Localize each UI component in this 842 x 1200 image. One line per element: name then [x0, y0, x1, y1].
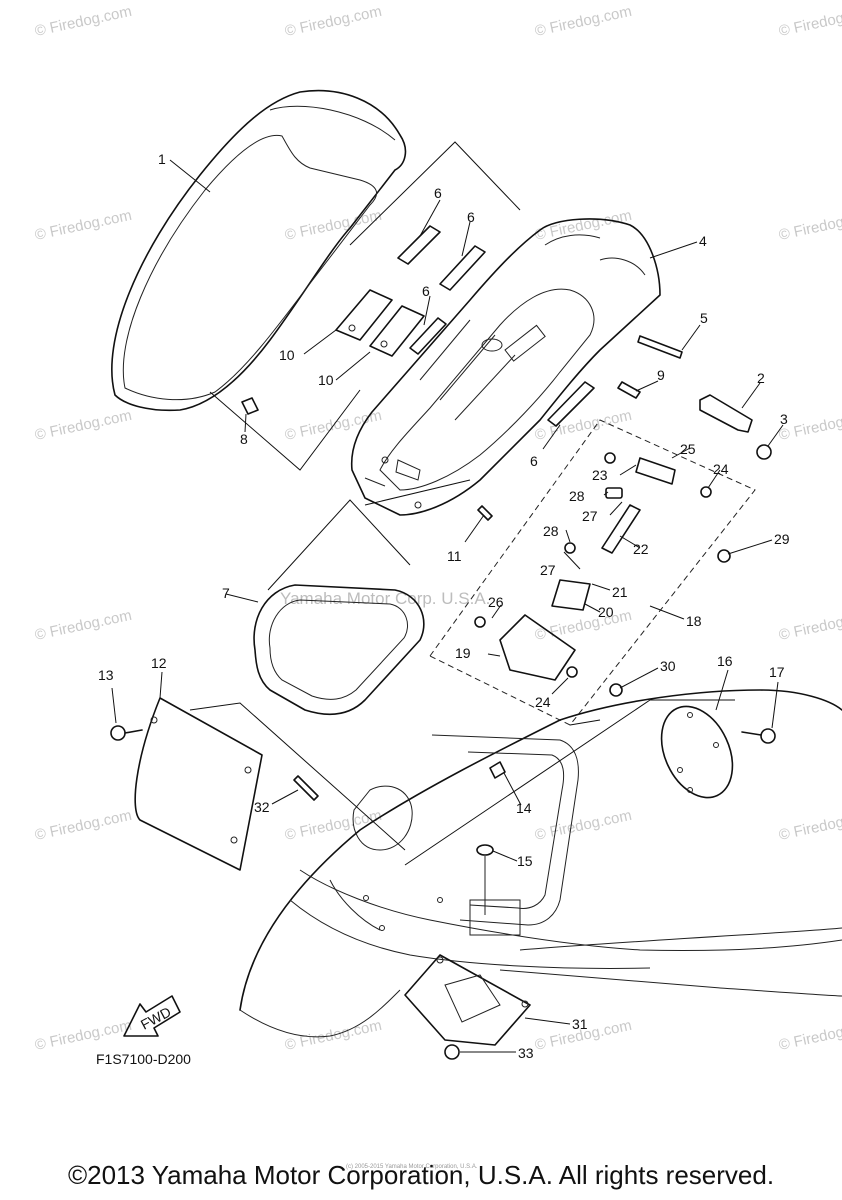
copyright-notice: ©2013 Yamaha Motor Corporation, U.S.A. A… — [67, 1160, 775, 1190]
callout-label: 24 — [713, 461, 729, 477]
hull-body — [239, 689, 842, 1038]
watermark-layer: © Firedog.com © Firedog.com © Firedog.co… — [33, 3, 842, 1054]
watermark-text: © Firedog.com — [33, 3, 133, 40]
watermark-text: © Firedog.com — [533, 3, 633, 40]
callout-label: 27 — [540, 562, 556, 578]
watermark-text: © Firedog.com — [33, 207, 133, 244]
callout-label: 9 — [657, 367, 665, 383]
callout-label: 19 — [455, 645, 471, 661]
part-32-bolt — [293, 775, 319, 801]
callout-label: 7 — [222, 585, 230, 601]
watermark-text: © Firedog.com — [777, 807, 842, 844]
callout-label: 14 — [516, 800, 532, 816]
part-5-rod — [637, 335, 683, 359]
watermark-center-text: Yamaha Motor Corp. U.S.A. — [280, 589, 490, 608]
callout-label: 31 — [572, 1016, 588, 1032]
watermark-text: © Firedog.com — [33, 1017, 133, 1054]
part-2-latch — [699, 394, 753, 433]
callout-label: 21 — [612, 584, 628, 600]
callout-label: 29 — [774, 531, 790, 547]
callout-label: 27 — [582, 508, 598, 524]
callout-label: 2 — [757, 370, 765, 386]
callout-label: 30 — [660, 658, 676, 674]
callout-label: 1 — [158, 151, 166, 167]
callout-label: 6 — [434, 185, 442, 201]
part-12-panel — [134, 697, 263, 871]
callout-label: 33 — [518, 1045, 534, 1061]
drawing-code: F1S7100-D200 — [96, 1051, 191, 1067]
part-14-clip — [489, 761, 506, 779]
watermark-text: © Firedog.com — [777, 1017, 842, 1054]
callout-labels: 1 2 3 4 5 6 6 6 6 7 8 9 10 10 11 12 13 1… — [98, 151, 790, 1061]
callout-label: 13 — [98, 667, 114, 683]
callout-label: 32 — [254, 799, 270, 815]
part-1-seat — [111, 89, 407, 412]
part-10-brackets — [335, 289, 425, 357]
watermark-text: © Firedog.com — [533, 607, 633, 644]
callout-label: 4 — [699, 233, 707, 249]
callout-label: 28 — [569, 488, 585, 504]
part-11-bolt — [477, 505, 493, 521]
part-15-plug — [476, 844, 494, 915]
callout-label: 26 — [488, 594, 504, 610]
callout-label: 8 — [240, 431, 248, 447]
watermark-text: © Firedog.com — [33, 807, 133, 844]
watermark-text: © Firedog.com — [777, 607, 842, 644]
callout-label: 6 — [422, 283, 430, 299]
watermark-text: © Firedog.com — [33, 407, 133, 444]
callout-label: 20 — [598, 604, 614, 620]
part-16-cover — [660, 705, 734, 799]
part-31-plate — [404, 954, 531, 1046]
leader-lines — [111, 159, 784, 1053]
callout-label: 16 — [717, 653, 733, 669]
callout-label: 23 — [592, 467, 608, 483]
callout-label: 15 — [517, 853, 533, 869]
callout-label: 12 — [151, 655, 167, 671]
callout-label: 18 — [686, 613, 702, 629]
part-33-nut — [444, 1044, 460, 1060]
watermark-text: © Firedog.com — [283, 207, 383, 244]
part-7-gasket — [253, 584, 425, 716]
watermark-text: © Firedog.com — [533, 807, 633, 844]
callout-label: 17 — [769, 664, 785, 680]
callout-label: 28 — [543, 523, 559, 539]
callout-label: 22 — [633, 541, 649, 557]
part-6-pads — [397, 225, 595, 427]
part-3-screw — [756, 444, 772, 460]
watermark-text: © Firedog.com — [777, 207, 842, 244]
hinge-assembly — [429, 419, 756, 726]
watermark-text: © Firedog.com — [283, 3, 383, 40]
callout-label: 24 — [535, 694, 551, 710]
watermark-text: © Firedog.com — [33, 607, 133, 644]
part-13-screw — [110, 725, 143, 741]
watermark-text: © Firedog.com — [777, 3, 842, 40]
part-9-pin — [617, 381, 641, 399]
part-8-clip — [241, 397, 259, 415]
callout-label: 10 — [279, 347, 295, 363]
callout-label: 10 — [318, 372, 334, 388]
callout-label: 6 — [467, 209, 475, 225]
callout-label: 11 — [447, 548, 462, 564]
callout-label: 5 — [700, 310, 708, 326]
callout-label: 3 — [780, 411, 788, 427]
callout-label: 25 — [680, 441, 696, 457]
watermark-text: © Firedog.com — [533, 407, 633, 444]
part-17-screw — [741, 728, 776, 744]
assembly-boundaries — [189, 141, 735, 866]
part-4-storage-compartment — [350, 218, 661, 516]
callout-label: 6 — [530, 453, 538, 469]
fine-print: (c) 2005-2015 Yamaha Motor Corporation, … — [346, 1164, 478, 1170]
